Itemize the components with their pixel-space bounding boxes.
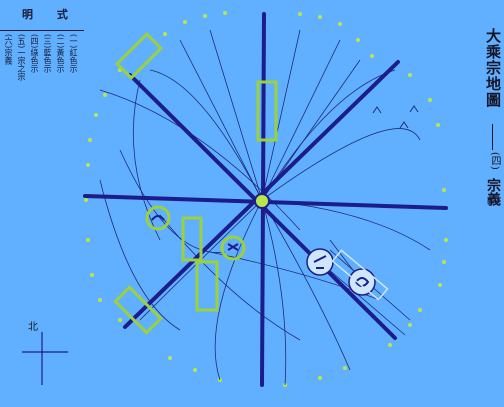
legend-item-2: (二)黃色示 [56,34,65,73]
glyph-circle-left [145,205,171,231]
hatched-bar [331,249,389,301]
green-boxes [113,31,278,335]
small-marks [372,105,419,129]
box-lower-center [195,260,219,312]
box-left-center [181,216,203,262]
center-hub [254,193,270,209]
box-upper-left [114,31,164,81]
map-subtitle-number: (四) [489,152,500,170]
legend-rule [0,30,84,31]
legend-title: 明 式 [22,8,78,21]
legend-item-4: (四)綠色示 [30,34,39,73]
glyph-circles [145,205,376,296]
compass [22,332,68,385]
legend-item-1: (一)紅色示 [69,34,78,73]
box-lower-left [113,285,163,335]
compass-north-label: 北 [28,322,38,333]
map-subtitle: 宗義 [485,178,501,206]
box-upper-center [256,80,278,142]
glyph-circle-center [220,235,246,261]
legend-item-6: (六)宗義 [4,34,13,65]
glyph-circle-right-2 [348,268,376,296]
legend-item-5: (五)一宗之宗 [17,34,26,81]
legend: 明 式 (一)紅色示 (二)黃色示 (三)藍色示 (四)綠色示 (五)一宗之宗 … [0,0,84,160]
glyph-circle-right-1 [306,248,334,276]
legend-item-3: (三)藍色示 [43,34,52,73]
map-title: 大乘宗地圖 [484,28,502,108]
title-dash [492,124,493,150]
outer-ring [84,11,448,387]
